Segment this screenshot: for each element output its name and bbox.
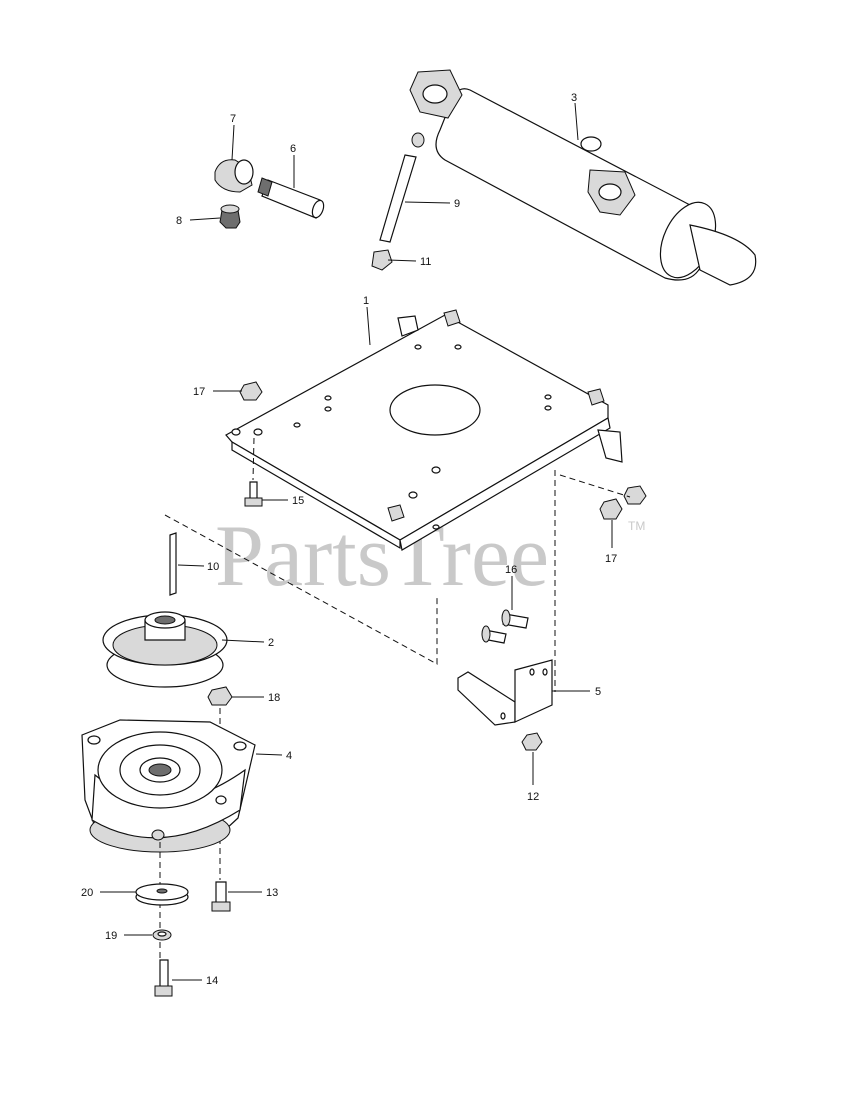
bolt-part-13[interactable] [211, 881, 231, 912]
callout-16: 16 [505, 564, 517, 576]
leader-1 [366, 306, 371, 346]
callout-6: 6 [290, 143, 296, 155]
leader-3 [574, 102, 579, 141]
nut-part-11[interactable] [371, 249, 393, 271]
callout-17b: 17 [605, 553, 617, 565]
bolt-part-14[interactable] [154, 959, 173, 997]
nut-part-18[interactable] [207, 686, 233, 706]
callout-10: 10 [207, 561, 219, 573]
elbow-fitting-part[interactable] [214, 159, 254, 193]
callout-18: 18 [268, 692, 280, 704]
callout-19: 19 [105, 930, 117, 942]
callout-17a: 17 [193, 386, 205, 398]
leader-8 [189, 217, 221, 221]
callout-11: 11 [420, 256, 431, 268]
dash-15-to-plate [252, 437, 255, 481]
callout-3: 3 [571, 92, 577, 104]
nut-part-12[interactable] [521, 732, 543, 751]
washer-part-20[interactable] [135, 883, 189, 906]
callout-8: 8 [176, 215, 182, 227]
callout-2: 2 [268, 637, 274, 649]
nut-part-17b[interactable] [599, 485, 647, 520]
leader-7 [231, 124, 235, 161]
leader-4 [255, 753, 283, 756]
pipe-nipple-part[interactable] [257, 177, 326, 219]
callout-1: 1 [363, 295, 369, 307]
muffler-part[interactable] [409, 69, 757, 286]
dash-17-to-plate [559, 474, 631, 498]
leader-9 [404, 201, 451, 204]
pulley-part[interactable] [102, 611, 228, 688]
dash-clutch-to-plate [164, 514, 438, 665]
leader-11 [387, 259, 417, 262]
key-part[interactable] [169, 532, 177, 596]
callout-15: 15 [292, 495, 304, 507]
plug-part[interactable] [219, 204, 241, 229]
clutch-part[interactable] [81, 719, 256, 853]
callout-4: 4 [286, 750, 292, 762]
mounting-plate-part[interactable] [225, 309, 623, 551]
callout-9: 9 [454, 198, 460, 210]
callout-7: 7 [230, 113, 236, 125]
bolt-part-16[interactable] [481, 609, 529, 644]
callout-13: 13 [266, 887, 278, 899]
callout-5: 5 [595, 686, 601, 698]
bolt-part-15[interactable] [244, 481, 263, 507]
watermark-trademark: TM [628, 519, 645, 533]
callout-20: 20 [81, 887, 93, 899]
leader-10 [177, 564, 205, 567]
callout-12: 12 [527, 791, 539, 803]
nut-part-17a[interactable] [239, 381, 263, 401]
leader-2 [221, 639, 265, 643]
bracket-part[interactable] [457, 659, 553, 726]
callout-14: 14 [206, 975, 218, 987]
washer-part-19[interactable] [152, 929, 172, 941]
rod-part[interactable] [379, 132, 425, 243]
